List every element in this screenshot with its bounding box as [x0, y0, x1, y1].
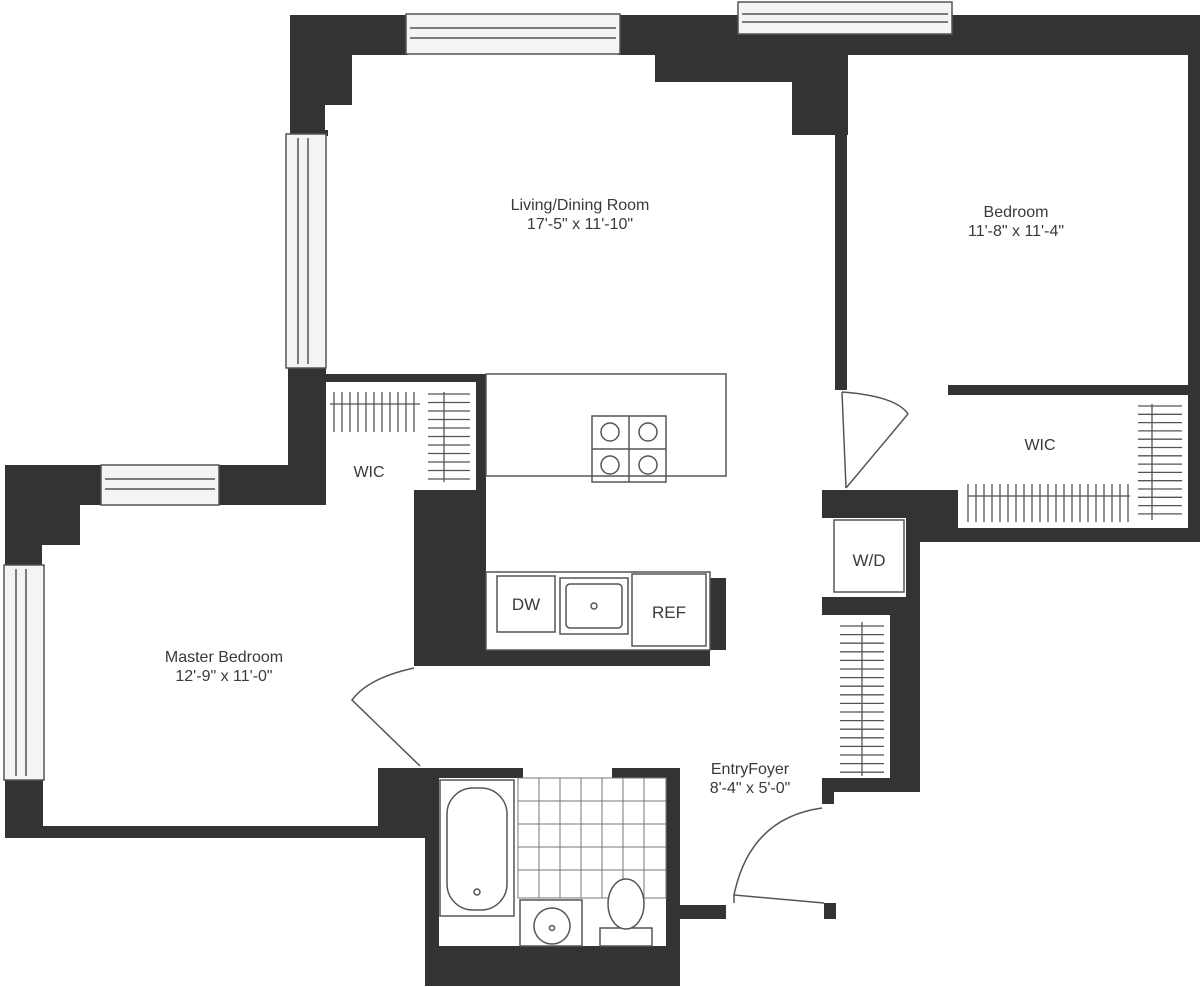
kitchen-island: [485, 373, 727, 477]
wall-corner-nw: [290, 15, 352, 135]
closet-rods: [330, 392, 1182, 776]
refrigerator: [631, 573, 707, 647]
wall-bedroom-left: [835, 55, 847, 390]
refrigerator-label: REF: [652, 603, 686, 622]
wall-master-corner: [5, 465, 103, 565]
walls: [5, 15, 1200, 986]
wall-wic-bottom: [908, 528, 1200, 542]
wall-top-between: [740, 33, 950, 55]
wall-foyer-right: [822, 778, 920, 792]
kitchen: [485, 373, 727, 651]
wall-master-bottom-block: [378, 768, 426, 838]
wall-bath-top-left: [425, 768, 523, 778]
wall-entry-bottom: [680, 905, 726, 919]
wall-top-mid: [618, 15, 740, 55]
dishwasher: [496, 575, 556, 633]
wall-top-right: [950, 15, 1200, 55]
wall-bedroom-right: [1188, 55, 1200, 542]
toilet: [599, 878, 653, 947]
door-master-swing: [351, 667, 421, 767]
wall-closet-right: [890, 615, 920, 790]
bathtub: [439, 779, 515, 917]
washer-dryer-label: W/D: [852, 551, 885, 570]
wall-kitchen-block: [414, 490, 726, 666]
cooktop: [591, 415, 667, 483]
wall-corner-ne: [655, 55, 848, 135]
wall-entry-stub: [824, 903, 836, 919]
doors: [351, 391, 909, 904]
wall-foyer-stub: [822, 778, 834, 804]
wall-wic-left: [320, 374, 480, 382]
tile-grid: [517, 777, 667, 899]
wall-bedroom-wic-divider: [948, 385, 1200, 395]
counter-run: [485, 571, 711, 651]
wall-master-bottom: [5, 826, 425, 838]
washer-dryer: [833, 519, 905, 593]
vanity: [519, 899, 583, 947]
dishwasher-label: DW: [512, 595, 540, 614]
wall-wic-right: [476, 374, 486, 490]
wall-wd-bottom: [822, 597, 920, 615]
wall-living-left-lower: [288, 368, 326, 480]
wall-bath-top-right: [612, 768, 678, 778]
window-living-top: [405, 13, 621, 55]
bathroom: [439, 777, 667, 947]
wall-bath-left: [425, 768, 439, 986]
window-living-left: [285, 133, 327, 369]
door-entry-swing: [733, 807, 825, 904]
door-bedroom-swing: [841, 391, 909, 489]
sink: [559, 577, 629, 635]
window-master-left: [3, 564, 45, 781]
wall-wd-top: [822, 490, 958, 542]
window-master-top: [100, 464, 220, 506]
window-bedroom-top: [737, 1, 953, 35]
wall-bath-right: [666, 768, 680, 986]
wall-bath-bottom: [425, 946, 680, 986]
wall-living-left-upper: [290, 130, 328, 136]
windows: [3, 1, 953, 781]
wall-master-top-right: [218, 465, 326, 505]
